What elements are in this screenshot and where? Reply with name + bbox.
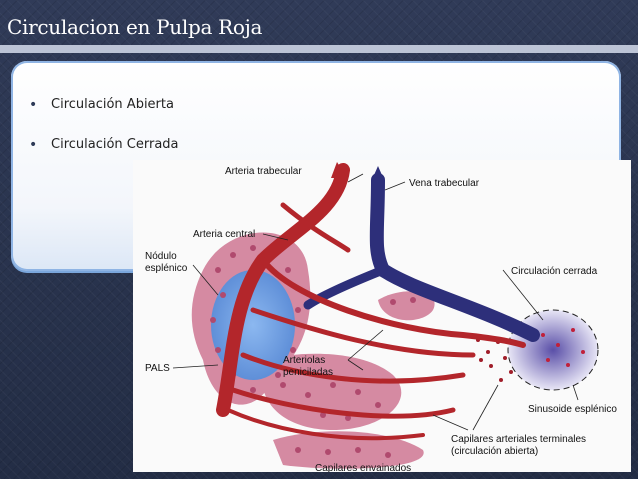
label-sinusoide: Sinusoide esplénico: [528, 404, 617, 415]
slide-title: Circulacion en Pulpa Roja: [7, 15, 263, 39]
label-capilares-envainados: Capilares envainados: [315, 463, 411, 472]
bullet-item: Circulación Cerrada: [29, 136, 179, 176]
label-arteriolas: Arteriolas: [283, 355, 325, 366]
title-underline-bar: [0, 45, 638, 53]
artery-arrow-icon: [331, 162, 347, 178]
label-circulacion-abierta: (circulación abierta): [451, 446, 538, 457]
label-nodulo: Nódulo: [145, 251, 177, 262]
cell-dots: [210, 245, 416, 458]
diagram-svg: Arteria trabecular Vena trabecular Arter…: [133, 160, 631, 472]
bullet-list: Circulación Abierta Circulación Cerrada: [29, 96, 179, 176]
vein-arrow-icon: [371, 166, 385, 182]
trabecular-vein: [303, 173, 540, 342]
label-vena-trabecular: Vena trabecular: [409, 178, 480, 189]
label-arteria-central: Arteria central: [193, 229, 255, 240]
bullet-item: Circulación Abierta: [29, 96, 179, 136]
label-circulacion-cerrada: Circulación cerrada: [511, 266, 598, 277]
label-esplenico: esplénico: [145, 263, 188, 274]
sinusoid-cells: [541, 328, 585, 367]
label-arteria-trabecular: Arteria trabecular: [225, 166, 302, 177]
spleen-circulation-diagram: Arteria trabecular Vena trabecular Arter…: [133, 160, 631, 472]
label-peniciladas: peniciladas: [283, 367, 333, 378]
label-capilares-terminales: Capilares arteriales terminales: [451, 434, 586, 445]
arteries: [216, 163, 526, 441]
leader-lines: [172, 173, 579, 431]
label-pals: PALS: [145, 363, 170, 374]
